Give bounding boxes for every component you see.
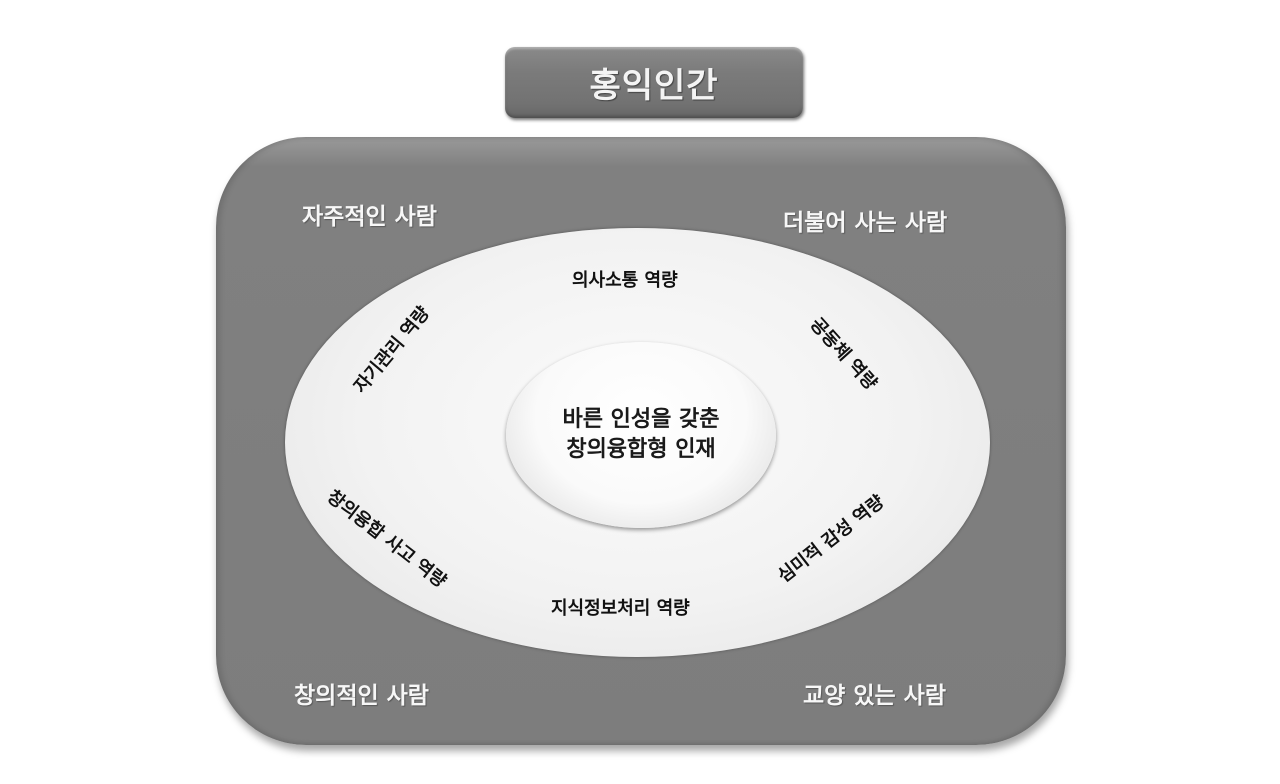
corner-label-top-left: 자주적인 사람 xyxy=(302,204,437,230)
center-text-line1: 바른 인성을 갖춘 xyxy=(562,407,720,432)
center-text-line2: 창의융합형 인재 xyxy=(566,437,716,462)
corner-label-bottom-left: 창의적인 사람 xyxy=(294,683,429,709)
center-circle: 바른 인성을 갖춘 창의융합형 인재 xyxy=(506,342,776,528)
corner-label-top-right: 더불어 사는 사람 xyxy=(783,210,948,236)
competency-communication: 의사소통 역량 xyxy=(572,270,678,291)
title-text: 홍익인간 xyxy=(589,66,719,106)
corner-label-bottom-right: 교양 있는 사람 xyxy=(803,683,946,709)
title-box: 홍익인간 xyxy=(505,47,803,118)
competency-knowledge-processing: 지식정보처리 역량 xyxy=(551,598,690,619)
